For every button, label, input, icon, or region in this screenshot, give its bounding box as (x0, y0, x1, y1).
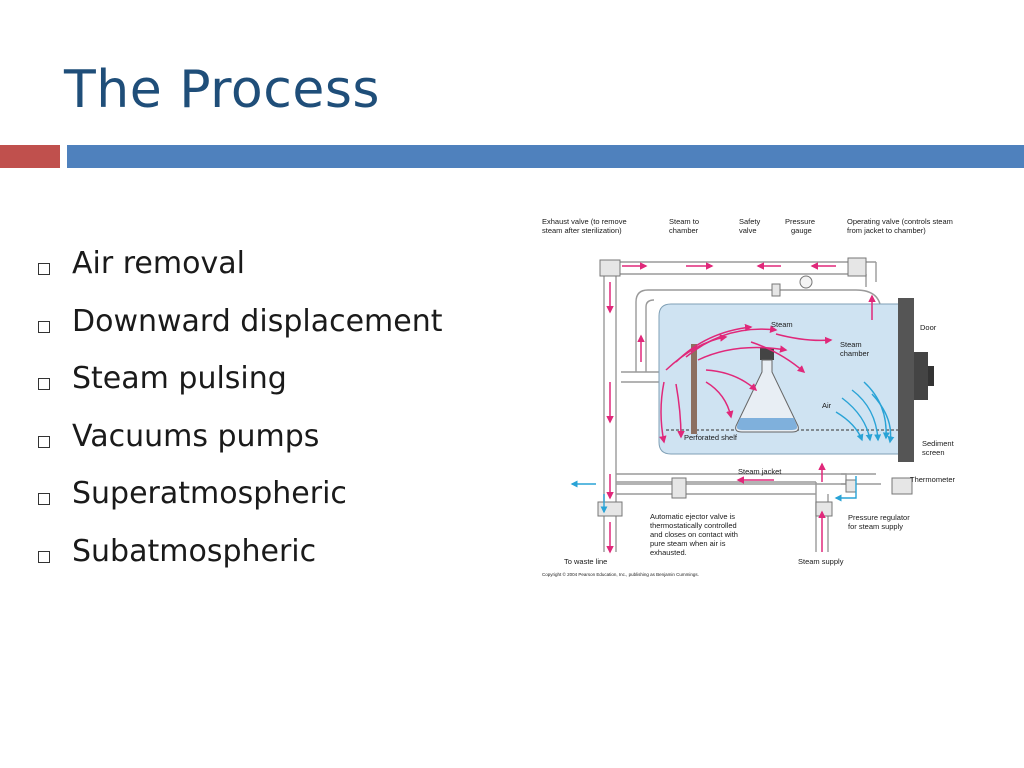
bullet-item: Superatmospheric (38, 474, 443, 532)
title-accent-bar-blue (67, 145, 1024, 168)
bullet-square-icon (38, 550, 50, 563)
slide-title: The Process (64, 60, 381, 120)
label-steam: Steam (771, 320, 793, 329)
valves (597, 257, 913, 517)
svg-text:valve: valve (739, 226, 757, 235)
bullet-square-icon (38, 320, 50, 333)
label-steam-jacket: Steam jacket (738, 467, 782, 476)
label-ejector-valve: Automatic ejector valve is (650, 512, 735, 521)
bullet-text: Superatmospheric (72, 476, 347, 511)
svg-text:chamber: chamber (840, 349, 870, 358)
bullet-text: Downward displacement (72, 303, 443, 339)
flask-icon (735, 348, 799, 433)
label-steam-chamber: Steam (840, 340, 862, 349)
baffle-plate (691, 344, 697, 434)
bullet-item: Vacuums pumps (38, 417, 443, 475)
label-safety-valve: Safety (739, 217, 761, 226)
svg-text:from jacket to chamber): from jacket to chamber) (847, 226, 926, 235)
svg-text:thermostatically controlled: thermostatically controlled (650, 521, 737, 530)
label-door: Door (920, 323, 937, 332)
svg-text:steam after sterilization): steam after sterilization) (542, 226, 622, 235)
label-sediment-screen: Sediment (922, 439, 955, 448)
bullet-list: Air removal Downward displacement Steam … (38, 244, 443, 589)
label-waste-line: To waste line (564, 557, 607, 566)
label-steam-to-chamber: Steam to (669, 217, 699, 226)
bullet-text: Vacuums pumps (72, 418, 320, 454)
bullet-text: Air removal (72, 246, 245, 281)
bullet-text: Subatmospheric (72, 533, 317, 569)
door (898, 298, 934, 462)
svg-text:pure steam when air is: pure steam when air is (650, 539, 726, 548)
bullet-square-icon (38, 435, 50, 448)
copyright-text: Copyright © 2004 Pearson Education, Inc.… (542, 571, 699, 577)
svg-text:and closes on contact with: and closes on contact with (650, 530, 738, 539)
label-pressure-regulator: Pressure regulator (848, 513, 910, 522)
bullet-square-icon (38, 493, 50, 505)
label-exhaust-valve: Exhaust valve (to remove (542, 217, 627, 226)
bullet-item: Subatmospheric (38, 532, 443, 590)
svg-text:gauge: gauge (791, 226, 812, 235)
autoclave-diagram: Exhaust valve (to remove steam after ste… (542, 217, 956, 577)
bullet-text: Steam pulsing (72, 361, 287, 396)
label-steam-supply: Steam supply (798, 557, 844, 566)
steam-flow-arrows (606, 262, 876, 554)
diagram-labels: Exhaust valve (to remove steam after ste… (542, 217, 956, 577)
bullet-square-icon (38, 378, 50, 390)
steam-jacket-pipes (603, 261, 882, 552)
label-operating-valve: Operating valve (controls steam (847, 217, 953, 226)
label-thermometer: Thermometer (910, 475, 956, 484)
label-air: Air (822, 401, 832, 410)
air-flow-arrows (570, 381, 895, 514)
label-perforated-shelf: Perforated shelf (684, 433, 738, 442)
label-pressure-gauge: Pressure (785, 217, 815, 226)
svg-text:screen: screen (922, 448, 945, 457)
svg-text:exhausted.: exhausted. (650, 548, 687, 557)
bullet-item: Steam pulsing (38, 359, 443, 417)
bullet-item: Air removal (38, 244, 443, 302)
title-accent-bar-red (0, 145, 60, 168)
bullet-square-icon (38, 263, 50, 275)
svg-text:for steam supply: for steam supply (848, 522, 903, 531)
svg-text:chamber: chamber (669, 226, 699, 235)
bullet-item: Downward displacement (38, 302, 443, 360)
